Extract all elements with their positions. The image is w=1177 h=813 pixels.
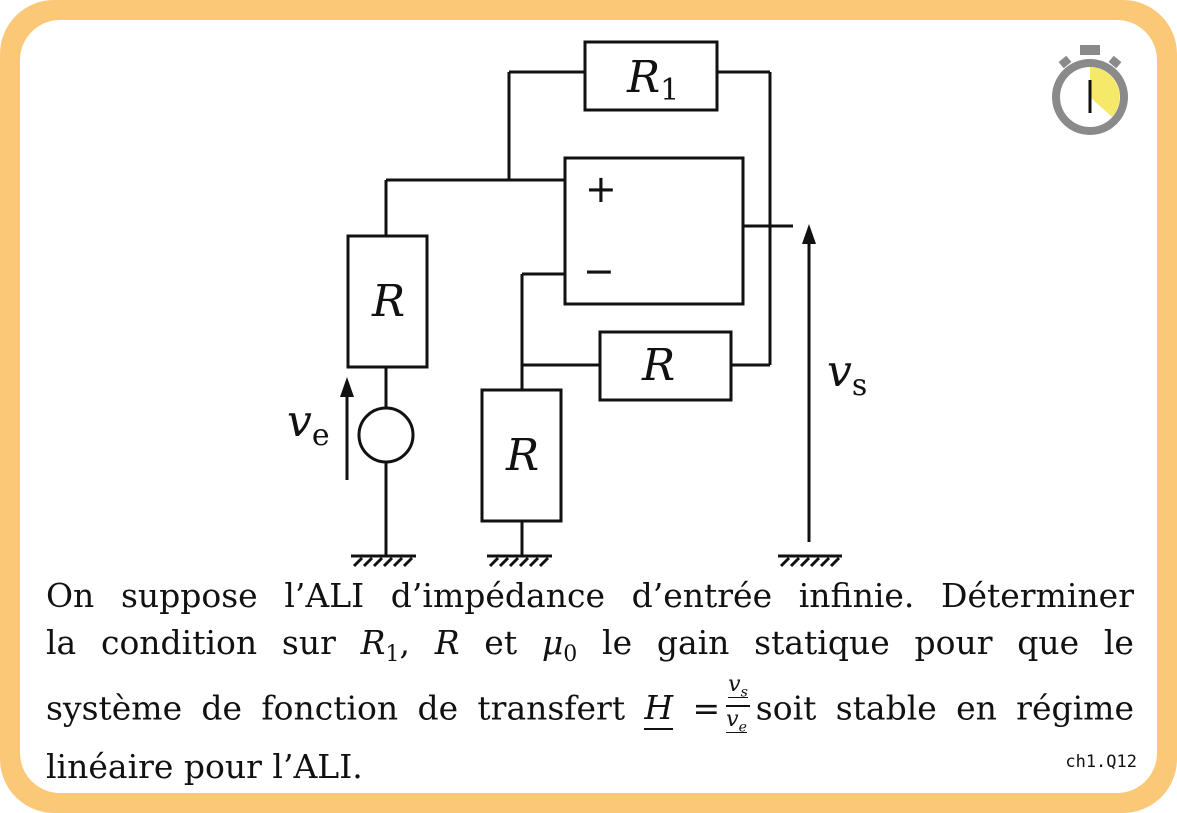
minus-input-label: − bbox=[583, 249, 615, 293]
plus-input-label: + bbox=[585, 167, 617, 211]
ground-icon bbox=[351, 554, 416, 568]
r-feedback-label: R bbox=[641, 340, 675, 391]
ve-arrow-icon bbox=[340, 377, 354, 397]
r1-label: R1 bbox=[626, 52, 679, 108]
ground-icon bbox=[487, 554, 552, 568]
card bbox=[20, 20, 1157, 793]
r-left-label: R bbox=[371, 276, 405, 327]
resistor-left bbox=[346, 234, 429, 369]
voltage-source bbox=[357, 406, 415, 464]
question-line-4: linéaire pour l’ALI. bbox=[46, 746, 363, 786]
stopwatch-icon bbox=[1052, 45, 1128, 135]
ve-label: ve bbox=[287, 396, 330, 453]
resistor-r1 bbox=[583, 40, 719, 112]
r-bottom-label: R bbox=[505, 430, 539, 481]
vs-arrow-icon bbox=[802, 224, 816, 244]
resistor-bottom bbox=[480, 388, 563, 523]
question-reference: ch1.Q12 bbox=[1065, 752, 1137, 772]
ground-icon bbox=[778, 554, 842, 568]
transfer-function-symbol: H bbox=[644, 688, 674, 731]
question-text: On suppose l’ALI d’impédance d’entrée in… bbox=[46, 572, 1134, 790]
question-line-2: la condition sur R1, R et μ0 le gain sta… bbox=[46, 623, 1134, 667]
op-amp bbox=[563, 156, 745, 306]
resistor-feedback bbox=[598, 330, 733, 402]
question-line-1: On suppose l’ALI d’impédance d’entrée in… bbox=[46, 576, 1134, 615]
vs-label: vs bbox=[827, 346, 867, 403]
